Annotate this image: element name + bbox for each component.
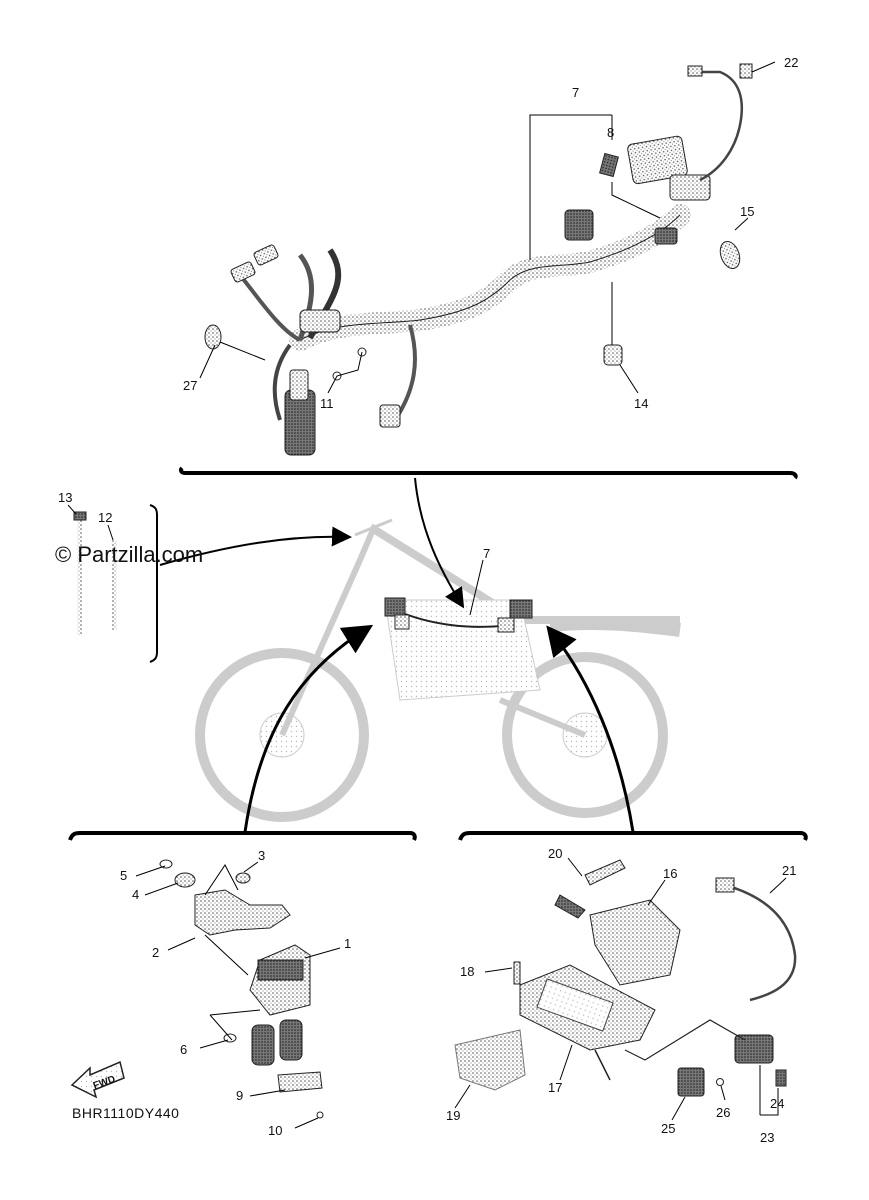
- callout-13: 13: [58, 490, 72, 505]
- callouts: 7 8 22 15 14 11 27 13 12 7 3 5 4 2 1 6 9…: [58, 55, 798, 1145]
- callout-25: 25: [661, 1121, 675, 1136]
- callout-19: 19: [446, 1108, 460, 1123]
- callout-7-middle: 7: [483, 546, 490, 561]
- callout-3: 3: [258, 848, 265, 863]
- callout-11: 11: [320, 396, 334, 411]
- callout-15: 15: [740, 204, 754, 219]
- copyright-watermark: © Partzilla.com: [55, 542, 204, 567]
- callout-12: 12: [98, 510, 112, 525]
- callout-10: 10: [268, 1123, 282, 1138]
- wire-harness-assembly: [179, 61, 798, 480]
- callout-27: 27: [183, 378, 197, 393]
- arrows: [159, 477, 635, 833]
- callout-1: 1: [344, 936, 351, 951]
- ecu-group: [454, 831, 808, 1121]
- cable-ties-group: [67, 504, 158, 663]
- callout-8: 8: [607, 125, 614, 140]
- callout-20: 20: [548, 846, 562, 861]
- callout-6: 6: [180, 1042, 187, 1057]
- ignition-coil-group: FWD BHR1110DY440: [68, 831, 417, 1129]
- callout-21: 21: [782, 863, 796, 878]
- callout-2: 2: [152, 945, 159, 960]
- callout-18: 18: [460, 964, 474, 979]
- callout-22: 22: [784, 55, 798, 70]
- callout-24: 24: [770, 1096, 784, 1111]
- callout-5: 5: [120, 868, 127, 883]
- callout-9: 9: [236, 1088, 243, 1103]
- diagram-code: BHR1110DY440: [72, 1105, 179, 1121]
- callout-4: 4: [132, 887, 139, 902]
- callout-16: 16: [663, 866, 677, 881]
- fwd-arrow-icon: FWD: [70, 1060, 125, 1099]
- callout-7-top: 7: [572, 85, 579, 100]
- callout-17: 17: [548, 1080, 562, 1095]
- callout-26: 26: [716, 1105, 730, 1120]
- callout-14: 14: [634, 396, 648, 411]
- callout-23: 23: [760, 1130, 774, 1145]
